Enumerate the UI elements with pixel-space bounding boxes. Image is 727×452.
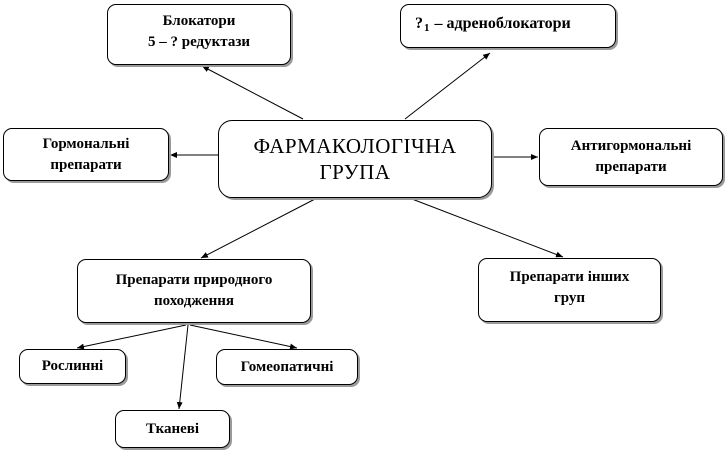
arrow-to-natural bbox=[200, 198, 316, 259]
alpha-blockers-text: – адреноблокатори bbox=[430, 15, 571, 32]
plant-node-label: Рослинні bbox=[41, 358, 104, 374]
tissue-node-label: Тканеві bbox=[145, 420, 200, 437]
arrow-to-blockers bbox=[201, 65, 304, 120]
center-node-line2: ГРУПА bbox=[319, 160, 391, 184]
center-node: ФАРМАКОЛОГІЧНА ГРУПА bbox=[218, 120, 492, 198]
arrow-to-tissue bbox=[176, 324, 189, 410]
alpha-blockers-label: ?1 – адреноблокатори bbox=[415, 13, 571, 39]
plant-node: Рослинні bbox=[19, 349, 126, 384]
natural-origin-node: Препарати природного походження bbox=[77, 259, 311, 323]
other-groups-node-line1: Препарати інших bbox=[509, 269, 630, 285]
natural-origin-node-line2: походження bbox=[153, 293, 235, 309]
homeopathic-node: Гомеопатичні bbox=[216, 349, 358, 385]
arrow-to-alpha-blockers bbox=[404, 52, 491, 120]
center-node-line1: ФАРМАКОЛОГІЧНА bbox=[253, 134, 457, 158]
antihormonal-node-line1: Антигормональні bbox=[570, 138, 692, 154]
other-groups-node-line2: груп bbox=[553, 290, 586, 306]
antihormonal-node: Антигормональні препарати bbox=[539, 128, 723, 186]
antihormonal-node-line2: препарати bbox=[595, 159, 667, 175]
hormonal-node-line2: препарати bbox=[50, 156, 122, 173]
hormonal-node-line1: Гормональні bbox=[42, 135, 130, 152]
alpha-blockers-symbol: ? bbox=[415, 15, 423, 32]
arrow-to-plant bbox=[76, 324, 187, 350]
arrow-to-other bbox=[411, 198, 564, 258]
other-groups-node: Препарати інших груп bbox=[478, 258, 661, 322]
hormonal-node: Гормональні препарати bbox=[3, 128, 169, 181]
alpha-blockers-node: ?1 – адреноблокатори bbox=[400, 4, 616, 48]
homeopathic-node-label: Гомеопатичні bbox=[240, 358, 334, 375]
blockers-node-line2: 5 – ? редуктази bbox=[147, 34, 250, 50]
natural-origin-node-line1: Препарати природного bbox=[115, 272, 273, 288]
alpha-blockers-subscript: 1 bbox=[424, 22, 430, 34]
tissue-node: Тканеві bbox=[115, 410, 230, 448]
blockers-node: Блокатори 5 – ? редуктази bbox=[107, 4, 291, 65]
blockers-node-line1: Блокатори bbox=[162, 13, 236, 29]
arrow-to-homeopathic bbox=[189, 324, 298, 350]
